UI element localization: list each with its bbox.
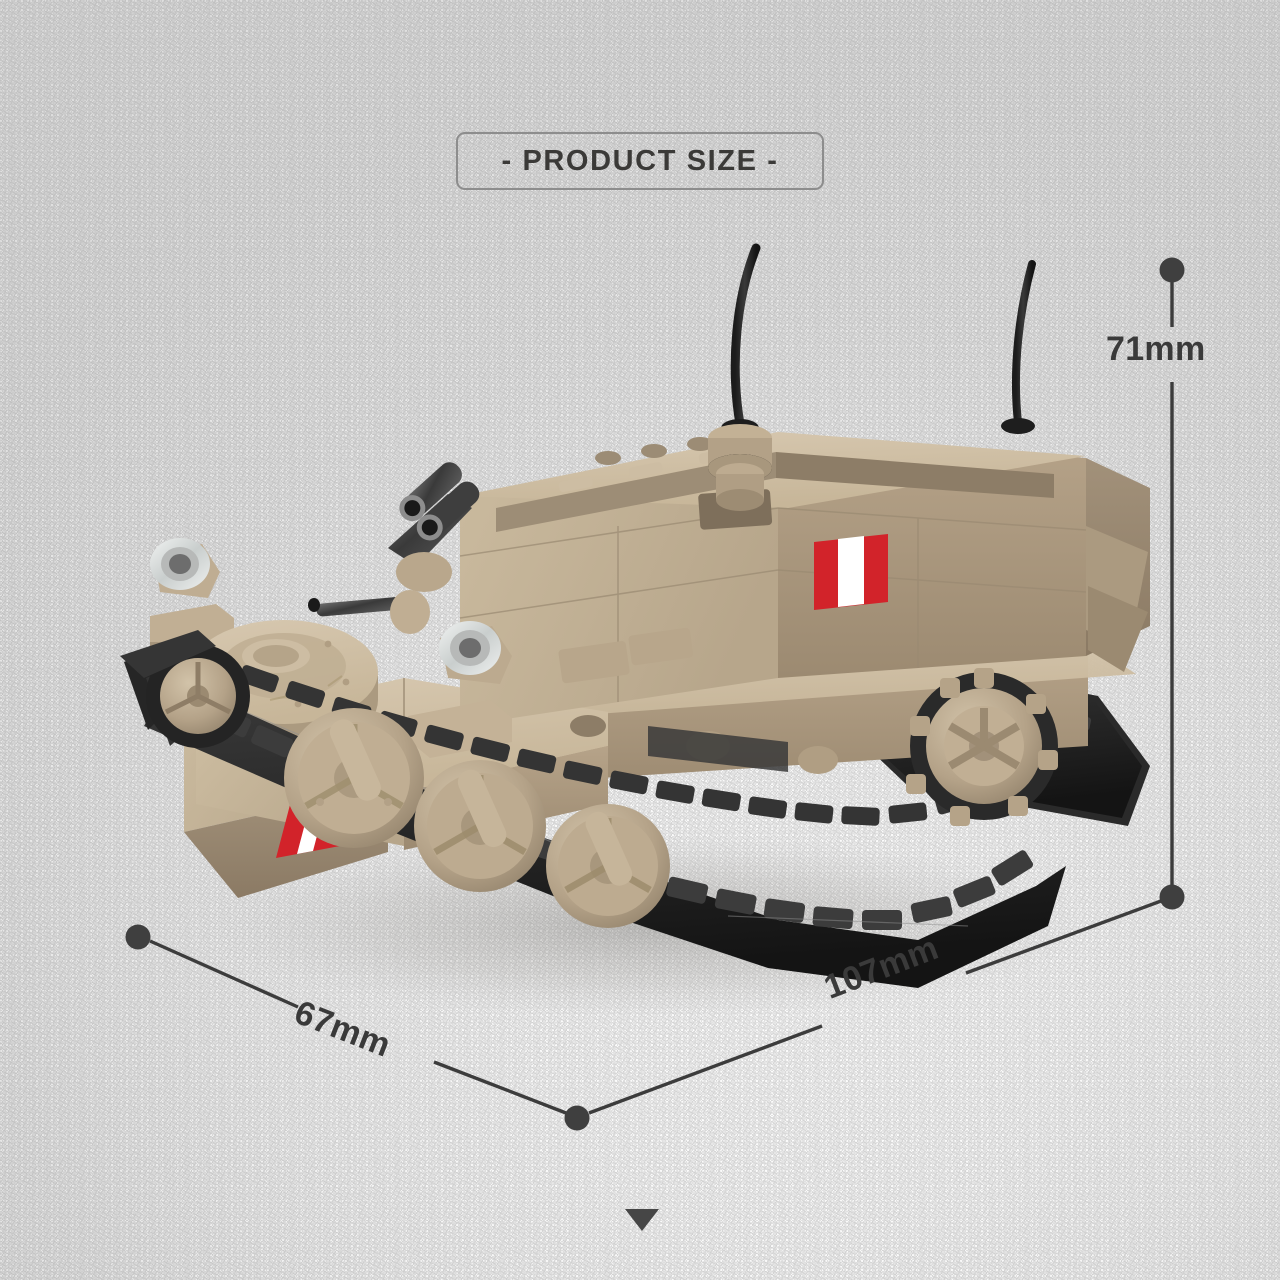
superstructure <box>459 431 1087 726</box>
dimension-line-width <box>125 924 590 1131</box>
rear-wedge-plates <box>1086 458 1150 672</box>
front-idler-wheel <box>146 644 250 748</box>
dimension-label-height: 71mm <box>1106 330 1206 368</box>
dimension-line-height <box>1159 257 1185 910</box>
twin-gun <box>388 462 480 592</box>
periscope-left <box>150 538 220 598</box>
road-wheel-2 <box>414 760 546 892</box>
page-title: - PRODUCT SIZE - <box>501 144 779 177</box>
bogie-pin <box>570 715 606 737</box>
antenna-rear <box>1001 260 1036 434</box>
track-assembly-near <box>124 638 1066 988</box>
road-wheel-1 <box>284 708 424 848</box>
dimension-line-depth <box>588 899 1162 1115</box>
hull-machine-gun <box>308 590 430 634</box>
product-size-badge: - PRODUCT SIZE - <box>456 132 824 190</box>
periscope-right <box>439 621 512 684</box>
caret-down-icon[interactable] <box>625 1209 659 1231</box>
front-fender <box>120 630 216 678</box>
road-wheel-3 <box>546 804 670 928</box>
antenna-front <box>708 243 772 511</box>
drive-sprocket <box>906 668 1058 826</box>
decal-peru-flag-side <box>814 534 888 610</box>
antenna-base <box>708 424 772 511</box>
product-render <box>120 243 1150 1016</box>
